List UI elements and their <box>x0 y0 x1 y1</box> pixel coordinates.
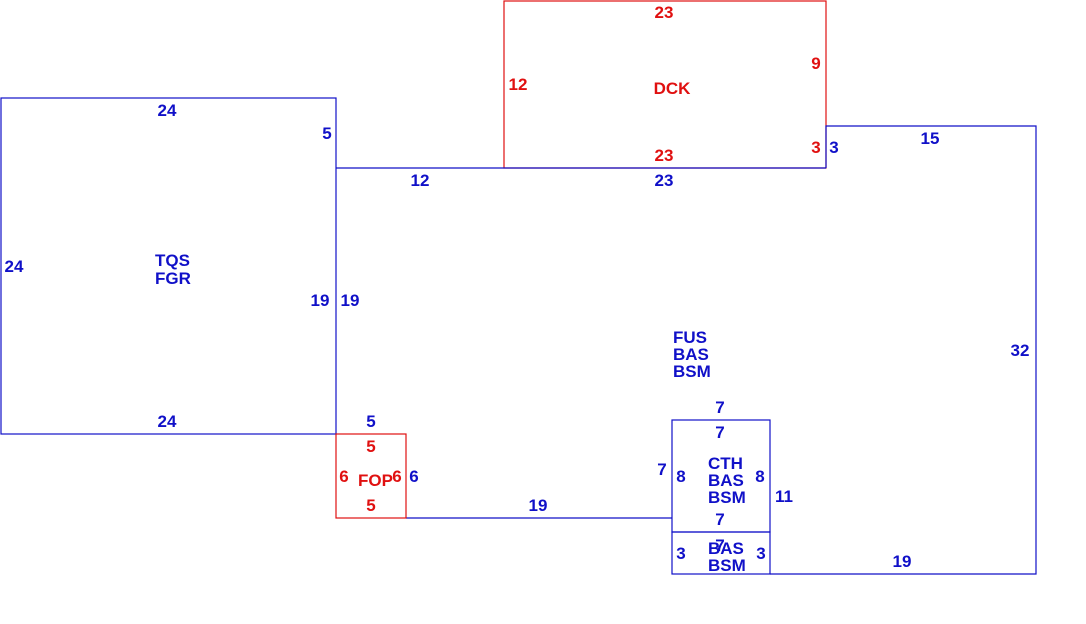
fus-dim-top-right: 15 <box>921 129 940 148</box>
fus-dim-jog: 3 <box>829 138 838 157</box>
tqs-outline <box>0 97 337 435</box>
tqs-dim-right-upper: 5 <box>322 124 331 143</box>
cth-dim-right-outer: 11 <box>775 487 793 506</box>
bas-dim-inner: 7 <box>715 536 724 555</box>
fop-dim-top: 5 <box>366 437 375 456</box>
dck-dim-right: 9 <box>811 54 820 73</box>
cth-label-3: BSM <box>708 488 746 507</box>
fop-dim-left: 6 <box>339 467 348 486</box>
dck-label: DCK <box>654 79 692 98</box>
main-right-walls <box>770 125 1037 575</box>
dck-dim-right-lower: 3 <box>811 138 820 157</box>
bas-label-2: BSM <box>708 556 746 575</box>
tqs-dim-top: 24 <box>158 101 177 120</box>
fus-dim-left: 19 <box>341 291 360 310</box>
cth-dim-right: 8 <box>755 467 764 486</box>
fus-dim-top-deck: 23 <box>655 171 674 190</box>
dck-dim-top: 23 <box>655 3 674 22</box>
cth-dim-bottom: 7 <box>715 510 724 529</box>
fop-outline <box>335 433 407 519</box>
fop-label: FOP <box>358 471 393 490</box>
fus-dim-step: 7 <box>657 460 666 479</box>
cth-label-2: BAS <box>708 471 744 490</box>
bas-dim-right: 3 <box>756 544 765 563</box>
fus-dim-notch-side: 6 <box>409 467 418 486</box>
fus-label-1: FUS <box>673 328 707 347</box>
tqs-dim-right: 19 <box>311 291 330 310</box>
bas-label-1: BAS <box>708 539 744 558</box>
fus-dim-top-left: 12 <box>411 171 430 190</box>
fus-label-2: BAS <box>673 345 709 364</box>
tqs-dim-bottom: 24 <box>158 412 177 431</box>
tqs-label-1: TQS <box>155 251 190 270</box>
cth-dim-top-outer: 7 <box>715 398 724 417</box>
fus-dim-notch-top: 5 <box>366 412 375 431</box>
cth-dim-left: 8 <box>676 467 685 486</box>
bas-outline <box>671 531 771 575</box>
tqs-dim-left: 24 <box>5 257 24 276</box>
fus-label-3: BSM <box>673 362 711 381</box>
cth-label-1: CTH <box>708 454 743 473</box>
fus-dim-right: 32 <box>1011 341 1030 360</box>
fop-dim-bottom: 5 <box>366 496 375 515</box>
fus-dim-bottom-right: 19 <box>893 552 912 571</box>
fop-dim-right: 6 <box>392 467 401 486</box>
cth-dim-top: 7 <box>715 423 724 442</box>
dck-dim-left: 12 <box>509 75 528 94</box>
dck-dim-bottom: 23 <box>655 146 674 165</box>
bas-dim-left: 3 <box>676 544 685 563</box>
fus-dim-bottom: 19 <box>529 496 548 515</box>
tqs-label-2: FGR <box>155 269 191 288</box>
